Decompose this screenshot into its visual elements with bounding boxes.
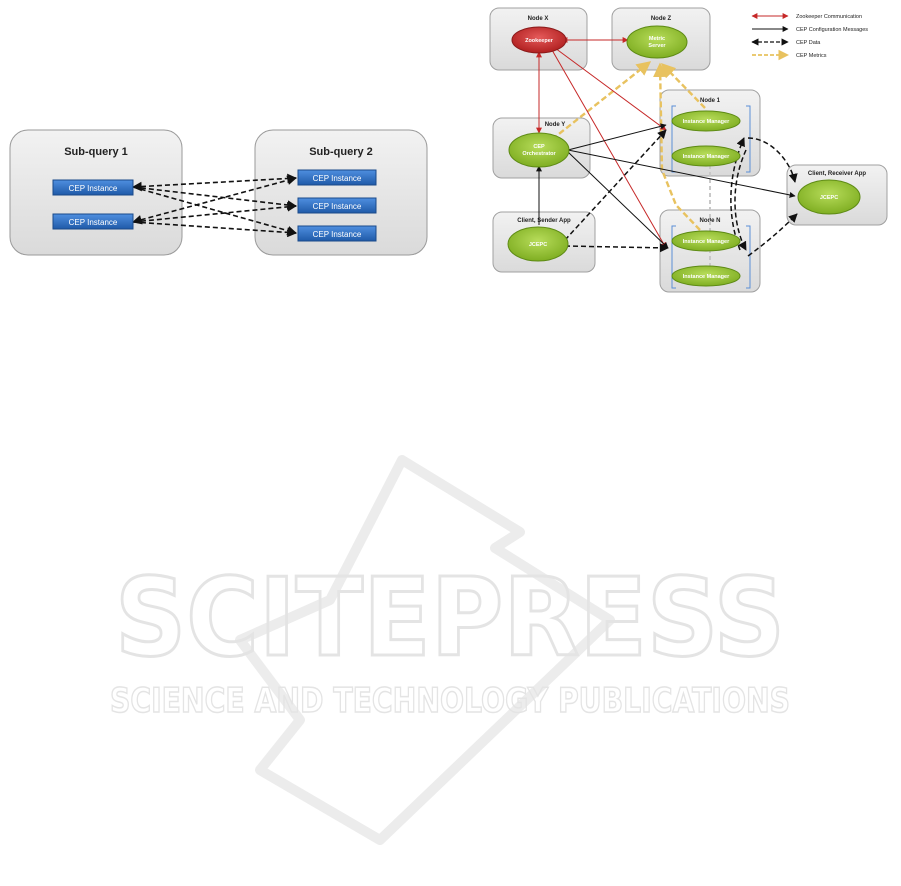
instance-manager-label: Instance Manager <box>683 119 730 125</box>
sender-app-title: Client, Sender App <box>517 218 571 224</box>
cep-instance-label: CEP Instance <box>313 230 362 239</box>
cep-orchestrator-label-line1: CEP <box>533 144 545 150</box>
instance-manager-label: Instance Manager <box>683 154 730 160</box>
legend-label: CEP Metrics <box>796 53 827 59</box>
zookeeper-label: Zookeeper <box>525 38 554 44</box>
cep-metrics-links <box>544 61 706 231</box>
watermark: SCITEPRESS SCIENCE AND TECHNOLOGY PUBLIC… <box>109 455 791 845</box>
node-x-title: Node X <box>528 16 549 22</box>
jcepc-receiver-node: JCEPC <box>797 179 861 215</box>
left-diagram: Sub-query 1 Sub-query 2 CEP Instance CEP… <box>9 129 428 256</box>
legend-label: Zookeeper Communication <box>796 14 862 20</box>
configuration-links <box>536 123 796 249</box>
node-brackets <box>671 105 751 289</box>
metric-server-label-line1: Metric <box>649 36 665 42</box>
metric-server-label-line2: Server <box>648 43 666 49</box>
cep-instance-label: CEP Instance <box>313 202 362 211</box>
cep-instance: CEP Instance <box>297 225 377 242</box>
receiver-app-title: Client, Receiver App <box>808 171 866 177</box>
subquery-2-title: Sub-query 2 <box>309 146 373 158</box>
node-1-title: Node 1 <box>700 98 721 104</box>
cep-orchestrator-node: CEP Orchestrator <box>508 132 570 168</box>
watermark-subtitle: SCIENCE AND TECHNOLOGY PUBLICATIONS <box>110 681 790 721</box>
metric-server-node: Metric Server <box>626 25 688 59</box>
cep-data-links <box>132 173 297 238</box>
cep-instance-label: CEP Instance <box>69 184 118 193</box>
watermark-title: SCITEPRESS <box>115 556 785 681</box>
legend-label: CEP Configuration Messages <box>796 27 868 33</box>
jcepc-sender-node: JCEPC <box>507 226 569 262</box>
subquery-1-title: Sub-query 1 <box>64 146 128 158</box>
zookeeper-links <box>536 37 667 249</box>
instance-manager-node: Instance Manager <box>671 110 741 132</box>
instance-manager-label: Instance Manager <box>683 274 730 280</box>
node-z-title: Node Z <box>651 16 672 22</box>
instance-manager-node: Instance Manager <box>671 230 741 252</box>
right-diagram: Node X Node Z Node Y Node 1 Node N Clien… <box>489 7 888 293</box>
cep-instance: CEP Instance <box>297 169 377 186</box>
instance-manager-node: Instance Manager <box>671 145 741 167</box>
legend-label: CEP Data <box>796 40 821 46</box>
watermark-book-icon <box>235 455 615 845</box>
cep-orchestrator-label-line2: Orchestrator <box>522 151 556 157</box>
cep-instance: CEP Instance <box>52 179 134 196</box>
cep-instance-label: CEP Instance <box>69 218 118 227</box>
instance-manager-node: Instance Manager <box>671 265 741 287</box>
legend: Zookeeper Communication CEP Configuratio… <box>751 13 868 61</box>
instance-manager-label: Instance Manager <box>683 239 730 245</box>
cep-instance-label: CEP Instance <box>313 174 362 183</box>
jcepc-sender-label: JCEPC <box>529 242 547 248</box>
cep-instance: CEP Instance <box>297 197 377 214</box>
cep-instance: CEP Instance <box>52 213 134 230</box>
data-links <box>564 129 798 257</box>
jcepc-receiver-label: JCEPC <box>820 195 838 201</box>
node-y-title: Node Y <box>545 122 566 128</box>
zookeeper-node: Zookeeper <box>511 26 567 54</box>
